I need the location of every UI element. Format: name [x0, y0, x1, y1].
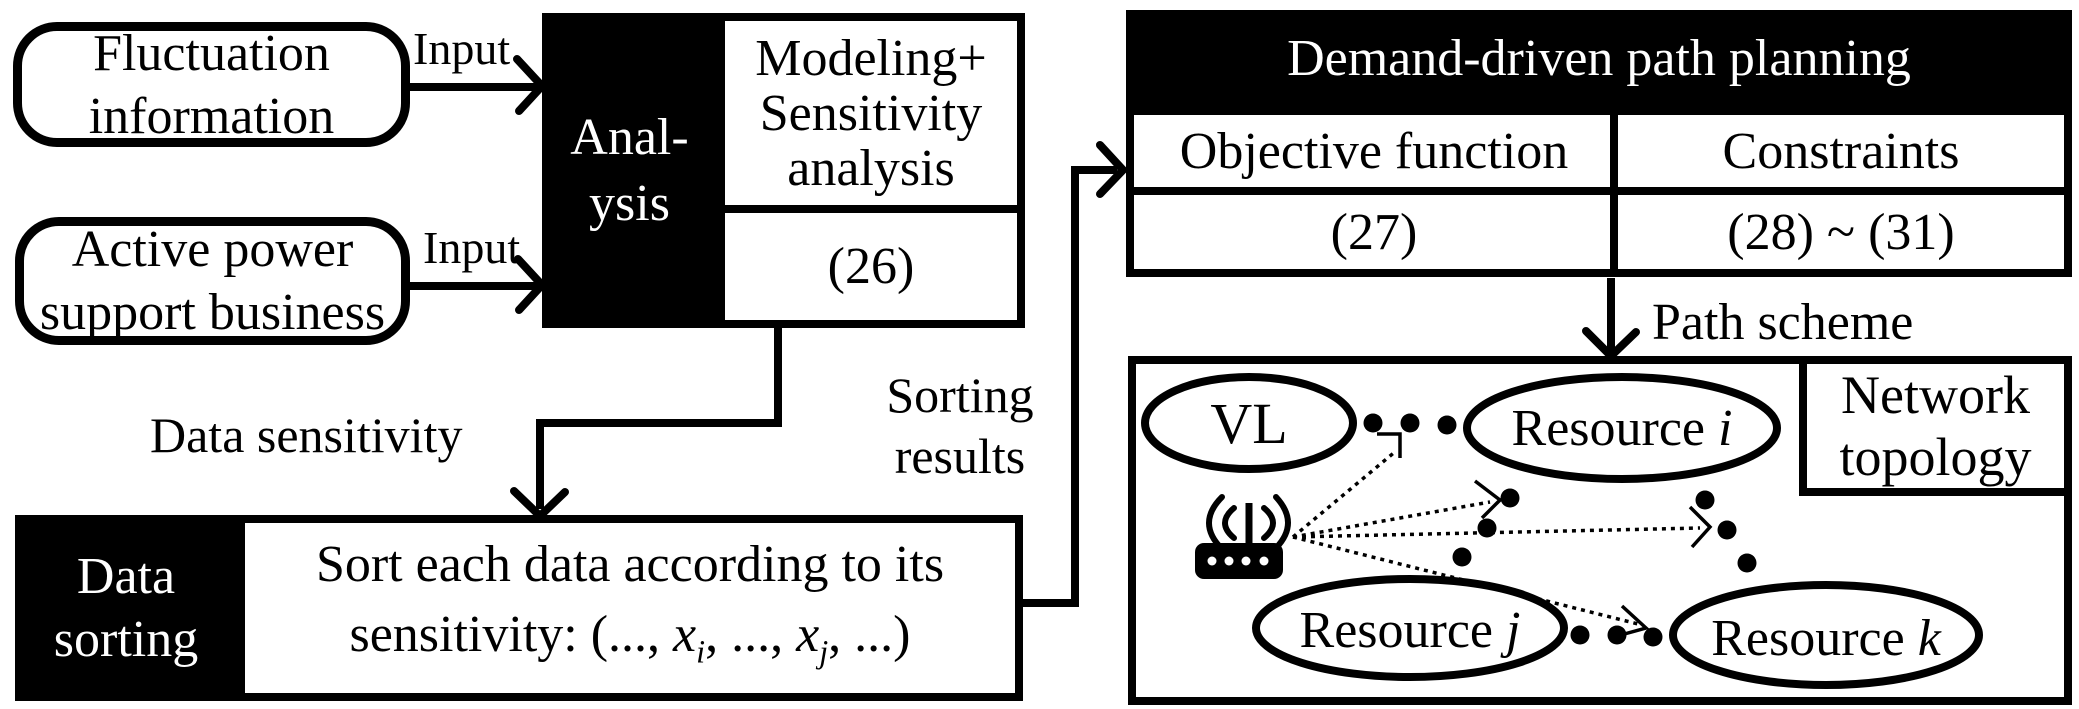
vl-label: VL	[1210, 390, 1288, 456]
resource-i-label: Resource i	[1470, 399, 1774, 457]
resource-k-ellipse	[1669, 581, 1983, 689]
data-sorting-title-line1: Data	[76, 548, 176, 605]
resource-i-ellipse	[1463, 373, 1781, 483]
data-sorting-title-cell: Data sorting	[15, 515, 237, 701]
analysis-equation-cell: (26)	[717, 205, 1025, 328]
sorting-results-line1: Sorting	[886, 367, 1034, 423]
objective-function-cell: Objective function	[1126, 107, 1622, 195]
node-dots	[1363, 413, 1757, 647]
data-sorting-title-line2: sorting	[53, 611, 199, 668]
path-scheme-arrow	[1582, 278, 1640, 360]
resource-k-prefix: Resource	[1711, 609, 1918, 667]
resource-j-ellipse	[1252, 575, 1568, 681]
network-topology-label-cell: Network topology	[1799, 356, 2072, 496]
network-topology-box	[1128, 356, 2072, 705]
sorting-results-line2: results	[894, 428, 1026, 484]
constraints-cell: Constraints	[1610, 107, 2072, 195]
analysis-title-line1: Anal-	[570, 108, 689, 166]
resource-j-label: Resource j	[1258, 601, 1562, 659]
fluctuation-line1: Fluctuation	[93, 24, 330, 82]
data-sorting-body-line1: Sort each data according to its	[315, 535, 945, 593]
formula-sub-j: j	[819, 633, 829, 670]
planning-header-cell: Demand-driven path planning	[1126, 10, 2072, 107]
objective-function-label: Objective function	[1179, 122, 1569, 180]
active-line1: Active power	[71, 221, 354, 278]
formula-x2: x	[796, 605, 820, 663]
active-power-box: Active power support business	[15, 217, 410, 345]
data-sensitivity-arrow	[510, 328, 782, 520]
analysis-method-line1: Modeling+	[755, 29, 987, 87]
resource-j-prefix: Resource	[1299, 601, 1507, 659]
dotted-path-links	[1291, 449, 1701, 626]
sorting-results-label: Sorting results	[855, 365, 1065, 487]
analysis-method-line2: Sensitivity	[759, 84, 983, 142]
formula-x1: x	[673, 605, 697, 663]
network-topology-line1: Network	[1841, 365, 2030, 425]
analysis-title-line2: ysis	[589, 174, 670, 232]
formula-suffix: , ...)	[828, 605, 911, 663]
formula-mid: , ...,	[705, 605, 797, 663]
resource-k-label: Resource k	[1674, 609, 1978, 667]
fluctuation-information-box: Fluctuation information	[13, 22, 410, 147]
wireless-router-icon	[1195, 494, 1291, 579]
constraints-value-cell: (28) ~ (31)	[1610, 187, 2072, 277]
analysis-method-cell: Modeling+ Sensitivity analysis	[717, 13, 1025, 213]
data-sensitivity-label: Data sensitivity	[150, 407, 463, 463]
planning-header: Demand-driven path planning	[1287, 29, 1911, 87]
data-sorting-body-line2: sensitivity: (..., xi, ..., xj, ...)	[349, 600, 910, 686]
input-label-1: Input	[413, 23, 511, 74]
resource-i-prefix: Resource	[1511, 399, 1719, 457]
resource-i-var: i	[1718, 399, 1733, 457]
network-topology-line2: topology	[1839, 427, 2032, 487]
resource-k-var: k	[1917, 609, 1941, 667]
constraints-label: Constraints	[1722, 122, 1960, 180]
formula-prefix: sensitivity: (...,	[349, 605, 674, 663]
sorting-results-arrow	[1022, 141, 1127, 607]
resource-j-var: j	[1506, 601, 1521, 659]
data-sorting-body-cell: Sort each data according to its sensitiv…	[237, 515, 1023, 701]
fluctuation-line2: information	[88, 87, 335, 145]
active-line2: support business	[39, 284, 386, 341]
analysis-title-cell: Anal- ysis	[542, 13, 717, 328]
objective-value-cell: (27)	[1126, 187, 1622, 277]
path-scheme-label: Path scheme	[1652, 294, 1914, 351]
constraints-value: (28) ~ (31)	[1727, 203, 1955, 261]
formula-sub-i: i	[696, 633, 706, 670]
dotted-link-arrowheads	[1377, 432, 1713, 638]
input-label-2: Input	[423, 222, 521, 273]
objective-value: (27)	[1330, 203, 1418, 261]
analysis-method-line3: analysis	[787, 139, 955, 197]
vl-ellipse	[1141, 373, 1357, 473]
analysis-equation: (26)	[827, 238, 915, 295]
